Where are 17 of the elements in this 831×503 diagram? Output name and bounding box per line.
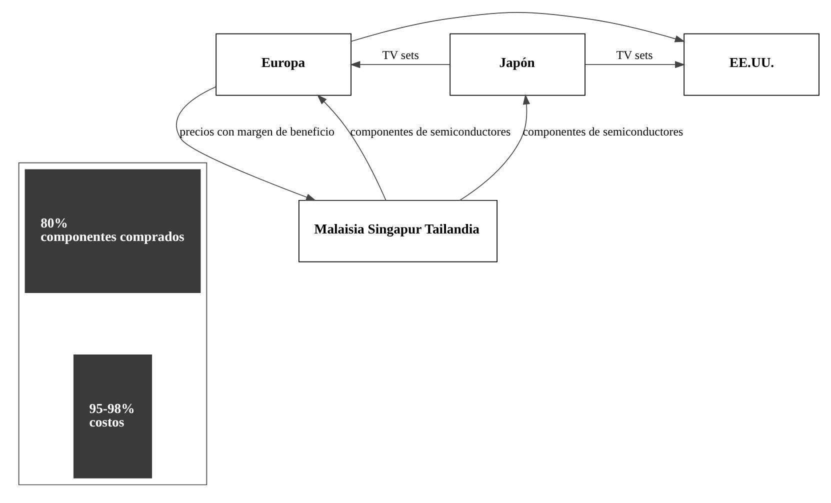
node-box: 95-98% costos: [73, 354, 152, 478]
edge-label: TV sets: [616, 47, 653, 62]
arrow: [316, 94, 386, 200]
node-box: Europa: [216, 32, 352, 96]
edge-label: TV sets: [382, 47, 419, 62]
node-box: EE.UU.: [684, 32, 820, 96]
arrow: [584, 60, 686, 68]
arrow: [350, 11, 686, 42]
node-box: 80% componentes comprados: [24, 168, 201, 293]
arrow: [459, 94, 530, 200]
node-box: Japón: [450, 32, 586, 96]
edge-label: precios con margen de beneficio: [180, 124, 335, 138]
edge-label: componentes de semiconductores: [350, 124, 511, 138]
arrow: [350, 60, 450, 68]
cluster: [18, 162, 208, 485]
node-box: Malaisia Singapur Tailandia: [298, 199, 498, 262]
arrow: [176, 86, 316, 200]
